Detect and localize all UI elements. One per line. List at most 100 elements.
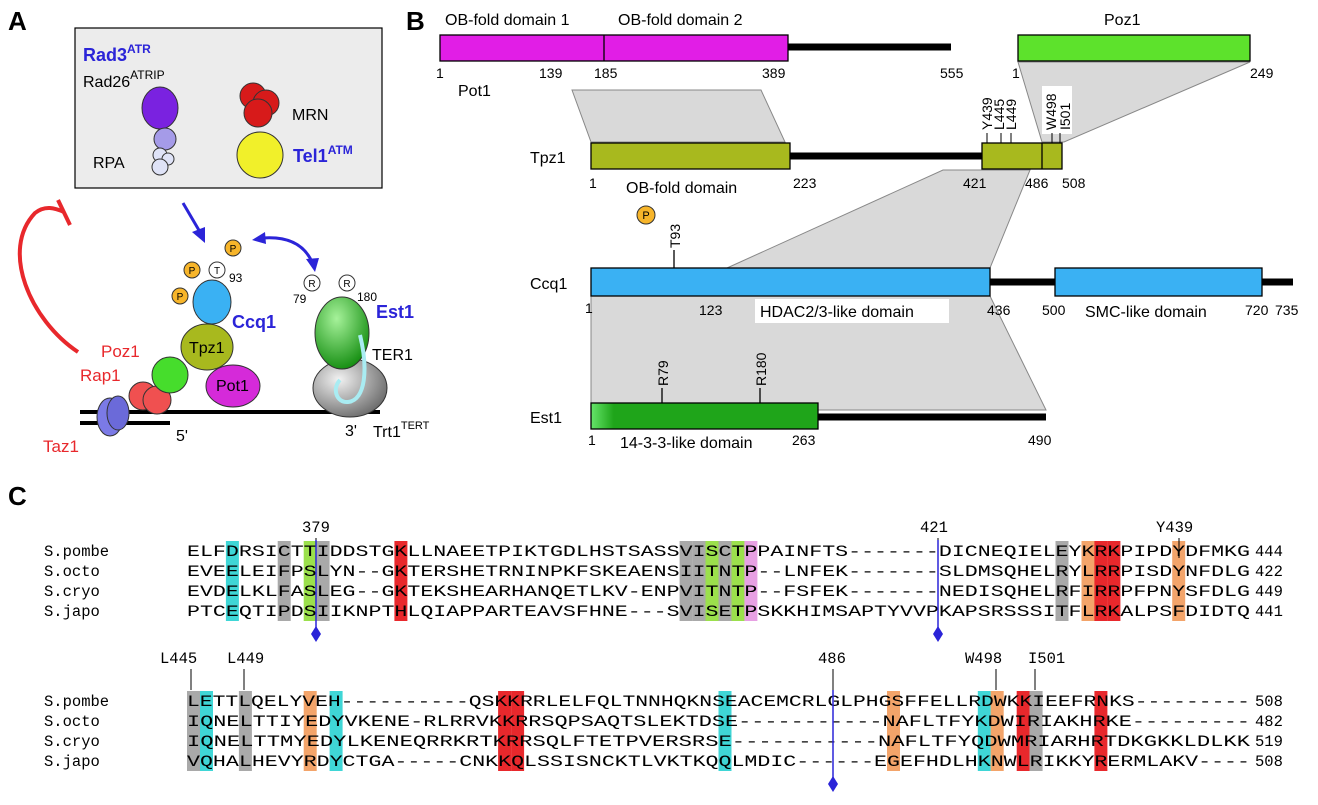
- b1-species-octo: S.octo: [44, 563, 100, 581]
- pot1-name: Pot1: [458, 83, 491, 100]
- highlight-column-1-42: [731, 541, 745, 621]
- tpz1-n1: 1: [589, 175, 597, 191]
- pot1-dom2-label: OB-fold domain 2: [618, 12, 743, 29]
- phospho-1: [171, 287, 189, 305]
- highlight-column-2-54: [887, 691, 900, 771]
- trt1-label: Trt1TERT: [373, 420, 430, 441]
- b1-seq-octo: EVEELEIFPSLYN--GKTERSHETRNINPKFSKEAENSII…: [187, 563, 1250, 581]
- r180-number: 180: [357, 290, 377, 304]
- phospho-3-label: P: [230, 244, 237, 255]
- b1-end-octo: 422: [1255, 563, 1283, 581]
- ccq1-dom2-label: SMC-like domain: [1085, 304, 1207, 321]
- est1-protein: [314, 296, 370, 370]
- ccq1-n2: 123: [699, 302, 723, 318]
- tel1-protein: [236, 131, 284, 179]
- b2-end-japo: 508: [1255, 753, 1283, 771]
- phospho-2-label: P: [189, 266, 196, 277]
- mrn-subunit-3: [243, 98, 273, 128]
- est1-n1: 1: [588, 432, 596, 448]
- marker-y439: Y439: [1156, 519, 1193, 537]
- thr93-number: 93: [229, 271, 243, 285]
- est1-n3: 490: [1028, 432, 1052, 448]
- b1-species-pombe: S.pombe: [44, 543, 109, 561]
- tpz1-res-l445: L445: [991, 99, 1007, 130]
- b1-end-cryo: 449: [1255, 583, 1283, 601]
- tpz1-dom-label: OB-fold domain: [626, 180, 737, 197]
- est1-domain-bar: [590, 402, 819, 430]
- five-prime-label: 5': [176, 428, 188, 445]
- marker-486: 486: [818, 650, 846, 668]
- tpz1-residue-box-left: [979, 86, 1013, 134]
- rap1-label: Rap1: [80, 366, 121, 385]
- ccq1-phospho-label: P: [642, 210, 649, 222]
- panel-b-label: B: [406, 6, 425, 36]
- panel-c-label: C: [8, 481, 27, 511]
- marker-w498: W498: [965, 650, 1002, 668]
- ccq1-est1-arrow: [261, 236, 314, 263]
- rpa-label: RPA: [93, 155, 125, 172]
- rpa-subunit-3: [151, 158, 169, 176]
- highlight-column-2-62: [990, 691, 1004, 771]
- r79-letter: R: [308, 279, 315, 290]
- b2-species-cryo: S.cryo: [44, 733, 100, 751]
- poz1-protein: [151, 356, 189, 394]
- tpz1-residue-box-right: [1042, 86, 1072, 134]
- b2-species-japo: S.japo: [44, 753, 100, 771]
- tpz1-protein: [180, 323, 234, 371]
- highlight-column-1-40: [705, 541, 719, 621]
- ccq1-name: Ccq1: [530, 276, 567, 293]
- tpz1-ob-domain: [590, 142, 791, 170]
- checkpoint-kinase-box: [74, 27, 383, 189]
- ccq1-t93-label: T93: [667, 224, 683, 248]
- b1-end-japo: 441: [1255, 603, 1283, 621]
- b2-seq-cryo: IQNELTTMYEDYLKENEQRRKRTKRRSQLFTETPVERSRS…: [187, 733, 1251, 751]
- est1-name: Est1: [530, 410, 562, 427]
- rad3-label: Rad3ATR: [83, 42, 151, 65]
- marker-i501: I501: [1028, 650, 1065, 668]
- panel-a-label: A: [8, 6, 27, 36]
- panel-c-alignment: 379 421 Y439 S.pombe S.octo S.cryo S.jap…: [44, 519, 1283, 792]
- r180-residue: [338, 274, 356, 292]
- est1-r79-label: R79: [655, 360, 671, 386]
- ccq1-n1: 1: [585, 300, 593, 316]
- highlight-column-1-43: [744, 541, 758, 621]
- ccq1-dom1-label: HDAC2/3-like domain: [760, 304, 914, 321]
- highlight-column-1-67: [1055, 541, 1069, 621]
- b1-seq-pombe: ELFDRSICTTIDDSTGKLLNAEETPIKTGDLHSTSASSVI…: [187, 543, 1250, 561]
- tpz1-res-l449: L449: [1003, 99, 1019, 130]
- b1-species-japo: S.japo: [44, 603, 100, 621]
- panel-b-domains: OB-fold domain 1 OB-fold domain 2 1 139 …: [436, 12, 1299, 452]
- tpz1-label: Tpz1: [189, 340, 225, 357]
- ccq1-est1-arrow-head-left: [252, 232, 266, 244]
- ccq1-est1-arrow-head-right: [306, 258, 319, 272]
- pot1-n1: 1: [436, 65, 444, 81]
- ccq1-n3: 436: [987, 302, 1011, 318]
- b1-seq-japo: PTCEQTIPDSIIKNPTHLQIAPPARTEAVSFHNE---SVI…: [187, 603, 1250, 621]
- taz1-protein-2: [106, 395, 130, 431]
- marker-379: 379: [302, 519, 330, 537]
- panel-a-cartoon: Rad3ATR Rad26ATRIP RPA MRN Tel1ATM 5' 3'…: [17, 27, 430, 456]
- highlight-column-1-76: [1172, 541, 1186, 621]
- ccq1-dom1-bg: [755, 299, 949, 323]
- ccq1-phospho: [636, 205, 656, 225]
- b2-end-pombe: 508: [1255, 693, 1283, 711]
- ccq1-label: Ccq1: [232, 312, 276, 332]
- rpa-protein: [153, 127, 177, 151]
- highlight-column-2-70: [1094, 691, 1108, 771]
- b2-seq-japo: VQHALHEVYRDYCTGA-----CNKKQLSSISNCKTLVKTK…: [187, 753, 1250, 771]
- b2-diamond-486: [828, 776, 838, 792]
- b2-end-cryo: 519: [1255, 733, 1283, 751]
- alignment-highlights: [187, 541, 1186, 771]
- est1-dom-label: 14-3-3-like domain: [620, 435, 753, 452]
- tpz1-c-domain: [981, 142, 1063, 170]
- highlight-column-2-24: [498, 691, 512, 771]
- highlight-column-1-39: [692, 541, 706, 621]
- phospho-2: [183, 261, 201, 279]
- pot1-n4: 389: [762, 65, 786, 81]
- phospho-1-label: P: [177, 292, 184, 303]
- r79-residue: [303, 274, 321, 292]
- highlight-column-1-3: [225, 541, 239, 621]
- kinase-arrow: [181, 202, 202, 233]
- highlight-column-1-10: [316, 541, 330, 621]
- b1-end-pombe: 444: [1255, 543, 1283, 561]
